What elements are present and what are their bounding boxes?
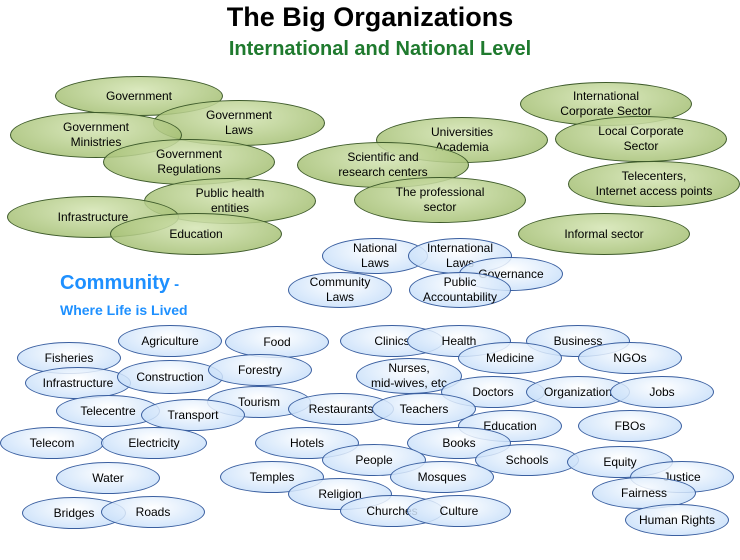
node-teachers[interactable]: Teachers	[372, 393, 476, 425]
node-professional-sector[interactable]: The professional sector	[354, 177, 526, 223]
node-restaurants[interactable]: Restaurants	[288, 393, 394, 425]
node-forestry[interactable]: Forestry	[208, 354, 312, 386]
node-construction[interactable]: Construction	[117, 360, 223, 394]
node-agriculture[interactable]: Agriculture	[118, 325, 222, 357]
node-equity[interactable]: Equity	[567, 446, 673, 478]
node-public-accountability[interactable]: Public Accountability	[409, 272, 511, 308]
page-title: The Big Organizations	[226, 2, 514, 32]
community-heading-text: Community	[60, 272, 170, 294]
node-government-regulations[interactable]: Government Regulations	[103, 139, 275, 185]
node-water[interactable]: Water	[56, 462, 160, 494]
node-ngos[interactable]: NGOs	[578, 342, 682, 374]
node-education-national[interactable]: Education	[110, 213, 282, 255]
node-food[interactable]: Food	[225, 326, 329, 358]
community-subheading: Where Life is Lived	[60, 302, 188, 318]
node-local-corporate-sector[interactable]: Local Corporate Sector	[555, 116, 727, 162]
node-culture[interactable]: Culture	[407, 495, 511, 527]
node-telecom[interactable]: Telecom	[0, 427, 104, 459]
community-heading-dash: -	[170, 276, 180, 293]
node-community-laws[interactable]: Community Laws	[288, 272, 392, 308]
node-fbos[interactable]: FBOs	[578, 410, 682, 442]
node-transport[interactable]: Transport	[141, 399, 245, 431]
node-informal-sector[interactable]: Informal sector	[518, 213, 690, 255]
node-medicine[interactable]: Medicine	[458, 342, 562, 374]
node-government[interactable]: Government	[55, 76, 223, 116]
node-mosques[interactable]: Mosques	[390, 461, 494, 493]
node-jobs[interactable]: Jobs	[610, 376, 714, 408]
node-telecenters[interactable]: Telecenters, Internet access points	[568, 161, 740, 207]
node-telecentre[interactable]: Telecentre	[56, 395, 160, 427]
node-roads[interactable]: Roads	[101, 496, 205, 528]
page-subtitle: International and National Level	[228, 38, 532, 60]
node-schools[interactable]: Schools	[475, 444, 579, 476]
node-electricity[interactable]: Electricity	[101, 427, 207, 459]
node-human-rights[interactable]: Human Rights	[625, 504, 729, 536]
community-heading: Community -	[60, 272, 179, 295]
